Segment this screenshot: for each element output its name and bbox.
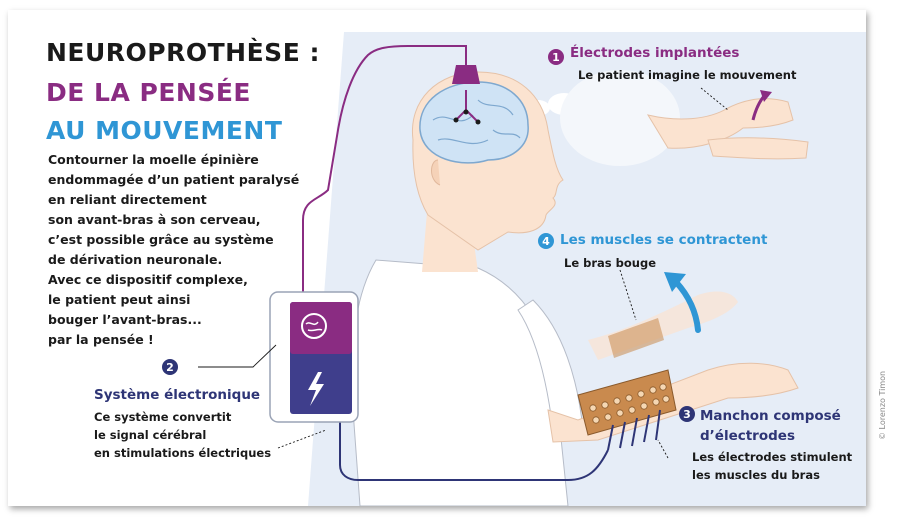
svg-text:2: 2: [166, 361, 174, 374]
marker-1: 1: [548, 49, 564, 65]
implant: [452, 65, 480, 84]
title-line-1: NEUROPROTHÈSE :: [46, 38, 320, 67]
electronic-device: [269, 291, 359, 423]
step-4-description: Le bras bouge: [564, 256, 656, 270]
intro-text: Contourner la moelle épinière endommagée…: [48, 152, 300, 347]
step-3-title: Manchon composé d’électrodes: [700, 408, 841, 444]
illustration: 1 2 3 4: [162, 32, 866, 506]
electrode-sleeve: [577, 318, 677, 436]
title-line-2: DE LA PENSÉE: [46, 78, 251, 107]
marker-4: 4: [538, 233, 554, 249]
ghost-sleeve: [608, 318, 664, 358]
svg-text:1: 1: [552, 51, 560, 64]
infographic-card: 1 2 3 4 NEUROPROTHÈSE : DE LA PENSÉE AU …: [8, 10, 866, 506]
shirt: [351, 259, 569, 506]
credit: © Lorenzo Timon: [878, 370, 887, 440]
title-line-3: AU MOUVEMENT: [46, 116, 283, 145]
marker-3: 3: [679, 406, 695, 422]
svg-text:4: 4: [542, 235, 550, 248]
marker-2: 2: [162, 359, 178, 375]
leader-lines: [277, 87, 729, 459]
up-arrow-large: [664, 272, 701, 333]
step2-connector: [198, 344, 277, 368]
svg-text:3: 3: [683, 408, 691, 421]
brain-icon: [301, 313, 327, 339]
step-4-title: Les muscles se contractent: [560, 232, 768, 248]
step-1-title: Électrodes implantées: [570, 45, 740, 61]
imagined-arm: [646, 90, 809, 160]
step-3-description: Les électrodes stimulent les muscles du …: [692, 450, 853, 482]
brain: [419, 81, 529, 164]
lightning-icon: [308, 372, 324, 406]
step-2-description: Ce système convertit le signal cérébral …: [94, 410, 272, 460]
step-1-description: Le patient imagine le mouvement: [578, 68, 797, 82]
navy-wires: [339, 409, 661, 481]
ear: [431, 159, 441, 186]
step-2-title: Système électronique: [94, 387, 261, 403]
